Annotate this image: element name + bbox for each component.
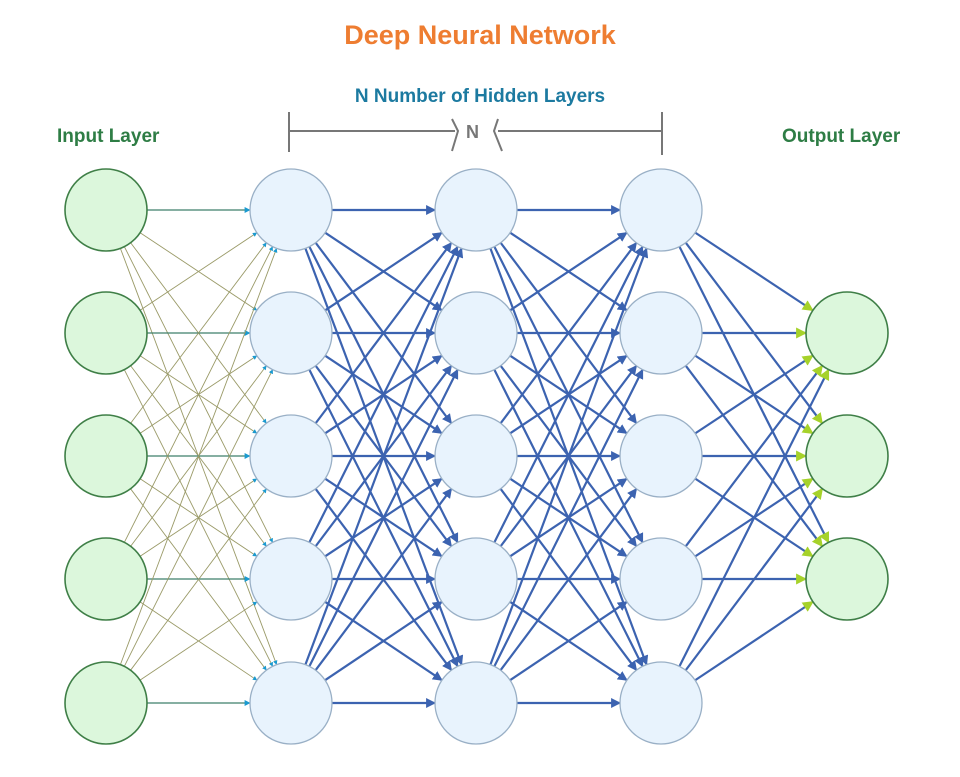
edge-hidden-1-4-to-hidden-2-0: [304, 247, 464, 666]
edge-hidden-1-4-to-hidden-2-3: [324, 600, 443, 682]
input-neuron-input-1: [64, 168, 148, 252]
hidden-neuron-hidden-3-2: [619, 291, 703, 375]
edge-hidden-3-0-to-output-0: [694, 231, 814, 312]
input-neuron-input-5: [64, 661, 148, 745]
edge-hidden-3-4-to-output-0: [678, 368, 830, 667]
hidden-neuron-hidden-3-1: [619, 168, 703, 252]
neurons: [64, 168, 889, 745]
input-neuron-input-2: [64, 291, 148, 375]
hidden-neuron-hidden-3-5: [619, 661, 703, 745]
bracket-break-left: [451, 118, 460, 152]
edge-hidden-2-1-to-hidden-3-0: [509, 231, 628, 312]
edge-input-4-to-hidden-1-0: [119, 247, 278, 665]
edge-hidden-2-4-to-hidden-3-2: [499, 488, 638, 671]
hidden-neuron-hidden-2-3: [434, 414, 518, 498]
edge-hidden-2-3-to-hidden-3-0: [493, 245, 644, 543]
edge-hidden-2-4-to-hidden-3-3: [509, 600, 628, 682]
edge-hidden-1-1-to-hidden-2-0: [324, 231, 443, 312]
output-neuron-output-2: [805, 414, 889, 498]
diagram-title: Deep Neural Network: [344, 20, 616, 50]
edge-input-4-to-hidden-1-1: [123, 369, 274, 667]
edge-input-1-to-hidden-1-0: [139, 232, 258, 311]
edge-hidden-1-4-to-hidden-2-2: [314, 488, 453, 671]
hidden-neuron-hidden-2-5: [434, 661, 518, 745]
output-neuron-output-1: [805, 291, 889, 375]
edge-hidden-1-3-to-hidden-2-0: [308, 245, 459, 543]
hidden-count-symbol: N: [466, 122, 479, 142]
edge-hidden-2-2-to-hidden-3-0: [499, 241, 638, 424]
input-neuron-input-4: [64, 537, 148, 621]
edge-hidden-3-4-to-output-2: [694, 600, 814, 682]
connections: [119, 205, 830, 708]
hidden-neuron-hidden-2-1: [434, 168, 518, 252]
edge-input-4-to-hidden-1-3: [139, 601, 258, 681]
edge-input-2-to-hidden-1-0: [130, 242, 267, 424]
hidden-neuron-hidden-3-4: [619, 537, 703, 621]
hidden-neuron-hidden-1-1: [249, 168, 333, 252]
edge-hidden-3-4-to-output-1: [684, 487, 824, 671]
edge-input-4-to-hidden-1-2: [130, 488, 267, 671]
bracket-break-right: [492, 118, 503, 152]
edge-hidden-3-3-to-output-0: [684, 364, 824, 547]
hidden-neuron-hidden-3-3: [619, 414, 703, 498]
hidden-neuron-hidden-2-2: [434, 291, 518, 375]
edge-input-3-to-hidden-1-0: [123, 246, 274, 543]
hidden-neuron-hidden-1-4: [249, 537, 333, 621]
edge-hidden-3-2-to-output-0: [694, 354, 814, 435]
output-layer-label: Output Layer: [782, 126, 901, 147]
edge-hidden-1-4-to-hidden-2-1: [308, 368, 459, 667]
input-layer-label: Input Layer: [57, 126, 160, 147]
output-neuron-output-3: [805, 537, 889, 621]
hidden-neuron-hidden-1-5: [249, 661, 333, 745]
hidden-neuron-hidden-1-3: [249, 414, 333, 498]
hidden-layers-label: N Number of Hidden Layers: [354, 86, 606, 107]
hidden-layers-bracket: [288, 112, 663, 155]
edge-hidden-2-4-to-hidden-3-0: [489, 247, 649, 666]
input-neuron-input-3: [64, 414, 148, 498]
hidden-neuron-hidden-2-4: [434, 537, 518, 621]
hidden-neuron-hidden-1-2: [249, 291, 333, 375]
edge-hidden-2-4-to-hidden-3-1: [493, 368, 644, 667]
edge-hidden-1-2-to-hidden-2-0: [314, 241, 453, 424]
